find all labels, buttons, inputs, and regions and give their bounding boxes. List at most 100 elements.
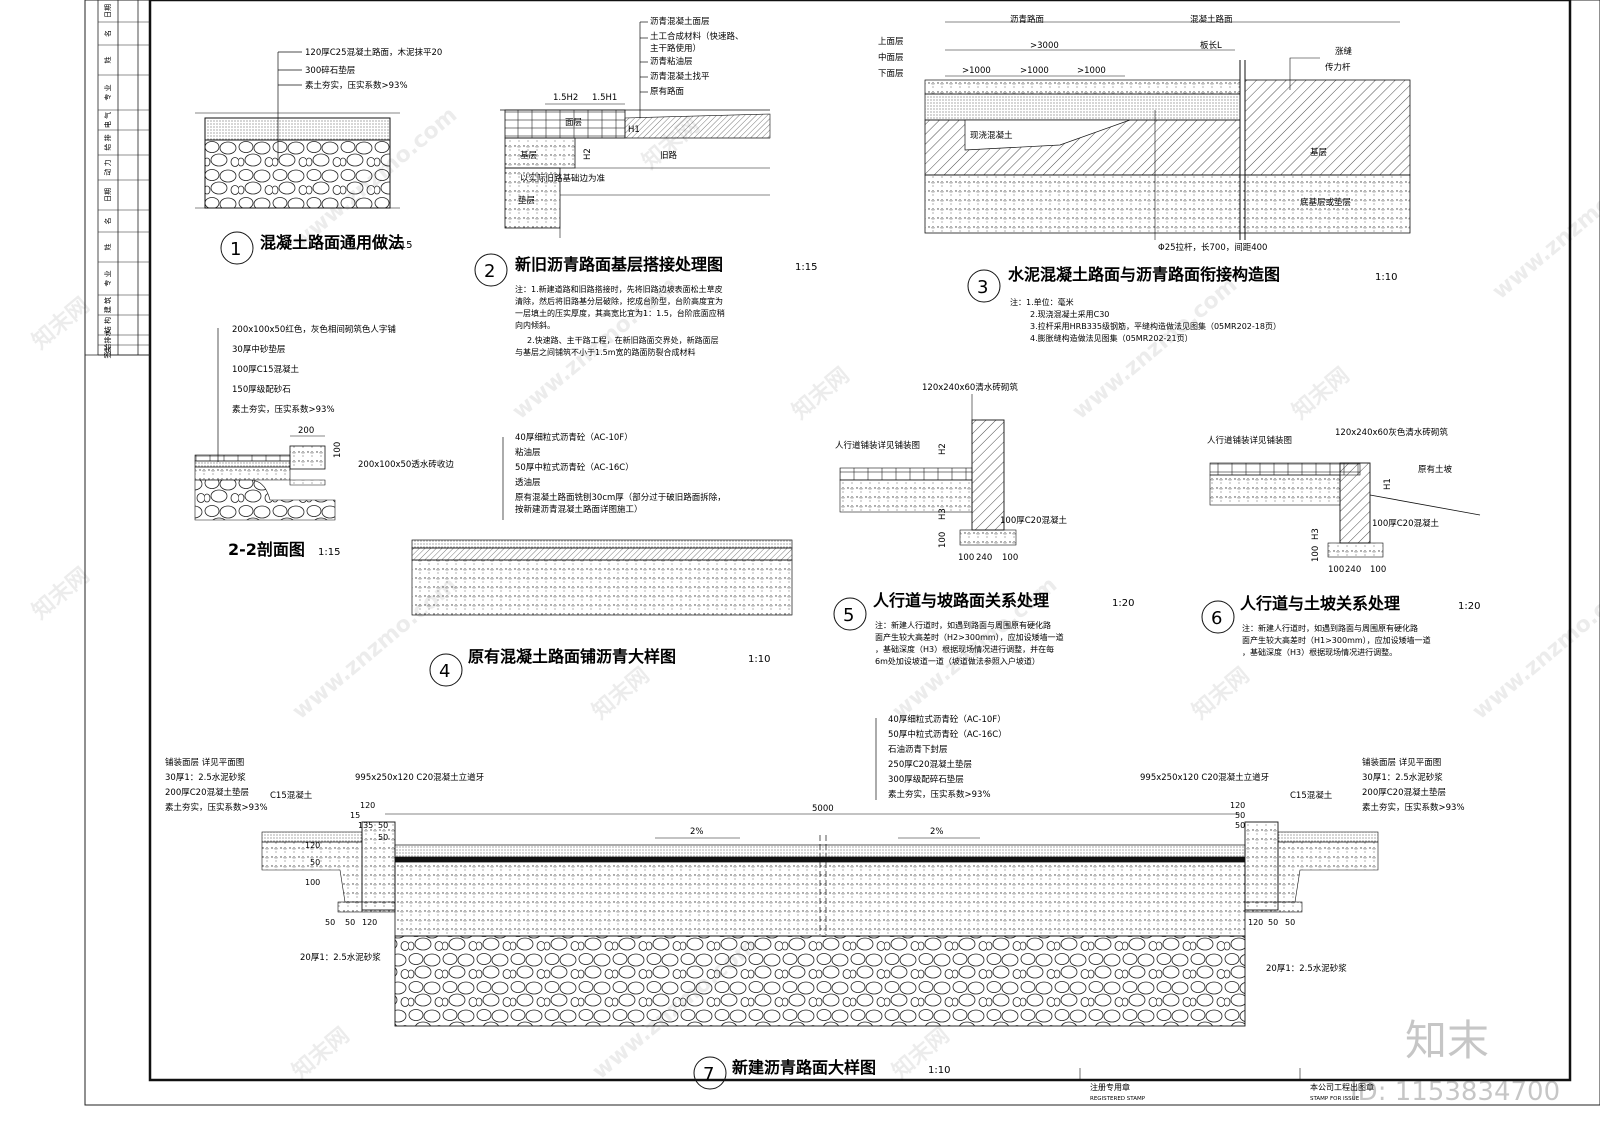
d7-curb-right: 995x250x120 C20混凝土立道牙	[1140, 772, 1269, 783]
d5-dim-1: H2	[938, 443, 948, 455]
d6-top: 120x240x60灰色清水砖砌筑	[1335, 427, 1448, 438]
d3-number: 3	[977, 277, 988, 298]
d1-layer-3: 素土夯实，压实系数>93%	[305, 80, 408, 91]
d6-dim-1: H1	[1383, 478, 1393, 490]
title-block-cell: 动 力	[103, 159, 112, 175]
d5-number: 5	[843, 605, 854, 626]
d7-dim-label: 120	[305, 841, 320, 850]
d7-dim-label: 135	[358, 821, 373, 830]
d7-dim-label: 50	[345, 918, 355, 927]
site-watermark: 知末网	[1287, 362, 1354, 424]
d22-layer-2: 30厚中砂垫层	[232, 344, 285, 355]
d2-tag-1: 面层	[565, 118, 582, 128]
d2-number: 2	[484, 261, 495, 282]
d3-head-1: 沥青路面	[1010, 14, 1045, 25]
site-watermark: 知末网	[587, 662, 654, 724]
d4-layer-6: 按新建沥青混凝土路面详图施工）	[515, 504, 643, 515]
title-block-cell: 建 筑	[103, 297, 112, 313]
d2-tag-2: 基层	[520, 150, 537, 161]
stamp-left-en: REGISTERED STAMP	[1090, 1096, 1146, 1102]
d5-dim-6: 100	[1002, 553, 1018, 563]
d3-layer-tag-3: 下面层	[878, 69, 904, 79]
d7-scale: 1:10	[928, 1065, 950, 1076]
stamp-area: 注册专用章 REGISTERED STAMP 本公司工程出图章 STAMP FO…	[1079, 1068, 1374, 1102]
site-watermark: 知末网	[27, 292, 94, 354]
d7-right-layer-3: 200厚C20混凝土垫层	[1362, 787, 1446, 798]
d3-tag-4: Φ25拉杆，长700，间距400	[1158, 242, 1267, 253]
d2-layer-3: 主干路使用）	[650, 43, 701, 54]
outer-frame	[84, 0, 1600, 1106]
d22-layer-1: 200x100x50红色，灰色相间砌筑色人字铺	[232, 324, 396, 335]
detail-5: 120x240x60清水砖砌筑 人行道铺装详见铺装图 100厚C20混凝土 H2…	[833, 382, 1134, 666]
d5-dim-5: 240	[976, 553, 992, 563]
d3-layer-tag-2: 中面层	[878, 52, 904, 63]
title-block-cell: 电 气	[103, 112, 112, 128]
d3-right-tag-2: 传力杆	[1325, 62, 1351, 73]
d2-note-3: 一层填土的压实厚度，其高宽比宜为1：1.5，台阶底面应稍	[515, 308, 725, 318]
detail-4: 40厚细粒式沥青砼（AC-10F） 粘油层 50厚中粒式沥青砼（AC-16C） …	[411, 432, 793, 687]
d7-right-layer-1: 铺装面层 详见平面图	[1362, 757, 1441, 768]
inner-frame	[148, 0, 1572, 1082]
d7-dim-label: 120	[1230, 801, 1245, 810]
detail-3: 沥青路面 混凝土路面 >3000 板长L >1000 >1000 >1000 上…	[878, 14, 1411, 343]
brand-watermark: 知末	[1405, 1016, 1489, 1065]
d5-pave: 人行道铺装详见铺装图	[835, 440, 920, 451]
title-block-cell: 日期	[104, 4, 112, 18]
d3-note-1: 注：1.单位：毫米	[1010, 297, 1074, 307]
d22-dim-2: 100	[333, 442, 343, 458]
d7-dim-label: 50	[325, 918, 335, 927]
d1-layer-1: 120厚C25混凝土路面，木泥抹平20	[305, 47, 442, 58]
d7-dim-label: 120	[1248, 918, 1263, 927]
d22-dim-1: 200	[298, 426, 314, 436]
d7-dim-label: 100	[305, 878, 320, 887]
d2-dim-1: 1.5H2	[553, 93, 578, 103]
d6-dim-2: H3	[1311, 528, 1321, 540]
d22-curb: 200x100x50透水砖收边	[358, 459, 454, 470]
d7-mortar-right: 20厚1：2.5水泥砂浆	[1266, 963, 1347, 974]
site-watermark: www.znzmo.com	[1468, 573, 1600, 725]
title-block-cell: 结 构	[103, 317, 112, 333]
title-block-cell: 签	[103, 352, 112, 359]
d2-note-5: 2.快速路、主干路工程，在新旧路面交界处，新路面层	[527, 335, 719, 345]
d7-left-layer-4: 素土夯实，压实系数>93%	[165, 802, 268, 813]
d3-dim-5: >1000	[1077, 66, 1106, 76]
detail-7: 40厚细粒式沥青砼（AC-10F） 50厚中粒式沥青砼（AC-16C） 石油沥青…	[165, 714, 1465, 1090]
d3-layer-tag-1: 上面层	[878, 37, 904, 47]
title-block-cell: 名	[103, 30, 112, 37]
d2-tag-3: 垫层	[518, 195, 535, 206]
d1-scale: 1:15	[390, 240, 412, 251]
d3-scale: 1:10	[1375, 272, 1397, 283]
d7-layer-3: 石油沥青下封层	[888, 744, 948, 755]
d22-title: 2-2剖面图	[228, 540, 305, 559]
d4-title: 原有混凝土路面铺沥青大样图	[468, 647, 676, 666]
d3-tag-3: 底基层或垫层	[1300, 197, 1351, 208]
d1-number: 1	[230, 239, 241, 260]
d6-dim-6: 100	[1370, 565, 1386, 575]
d2-dim-4: H2	[583, 148, 593, 160]
d6-slope: 原有土坡	[1418, 464, 1453, 475]
detail-2-2: 200x100x50红色，灰色相间砌筑色人字铺 30厚中砂垫层 100厚C15混…	[194, 324, 454, 559]
d7-curb-left: 995x250x120 C20混凝土立道牙	[355, 772, 484, 783]
id-watermark: ID: 1153834700	[1350, 1077, 1560, 1107]
detail-2: 沥青混凝土面层 土工合成材料（快速路、 主干路使用） 沥青粘油层 沥青混凝土找平…	[474, 16, 817, 357]
d3-dim-2: 板长L	[1200, 40, 1222, 51]
d6-note-2: 面产生较大高差时（H1>300mm），应加设矮墙一道	[1242, 635, 1431, 645]
d6-note-1: 注：新建人行道时，如遇到路面与周围原有硬化路	[1242, 623, 1418, 633]
d2-note-2: 清除，然后将旧路基分层破除，挖成台阶型，台阶高度宜为	[515, 296, 723, 306]
d6-number: 6	[1211, 608, 1222, 629]
d2-layer-4: 沥青粘油层	[650, 56, 693, 67]
d2-layer-6: 原有路面	[650, 86, 685, 97]
d4-layer-2: 粘油层	[515, 447, 541, 458]
d3-right-tag-1: 涨缝	[1335, 46, 1353, 57]
d7-dim-label: 50	[1235, 811, 1245, 820]
d3-dim-1: >3000	[1030, 41, 1059, 51]
site-watermark: www.znzmo.com	[1488, 153, 1600, 305]
stamp-right: 本公司工程出图章	[1310, 1082, 1374, 1092]
d5-dim-2: H3	[938, 508, 948, 520]
d7-right-layer-2: 30厚1：2.5水泥砂浆	[1362, 772, 1443, 783]
d3-tag-1: 现浇混凝土	[970, 130, 1013, 141]
d7-mortar-left: 20厚1：2.5水泥砂浆	[300, 952, 381, 963]
d7-left-layer-2: 30厚1：2.5水泥砂浆	[165, 772, 246, 783]
